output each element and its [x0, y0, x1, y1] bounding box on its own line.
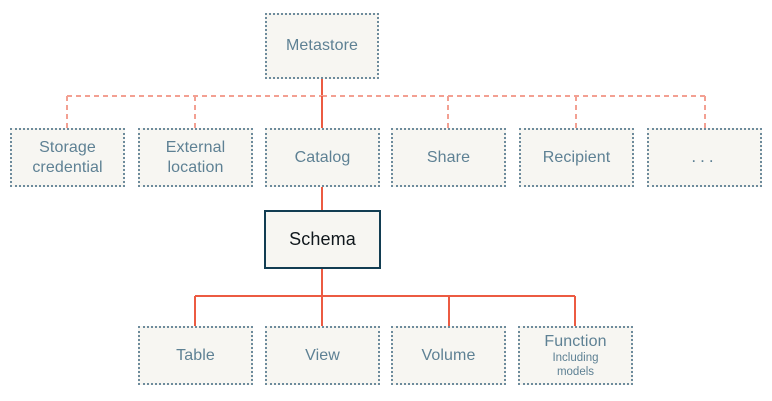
- node-metastore[interactable]: Metastore: [265, 13, 379, 79]
- node-recipient[interactable]: Recipient: [519, 128, 634, 187]
- node-function-label: Function: [544, 332, 607, 350]
- node-more[interactable]: ...: [647, 128, 762, 187]
- node-catalog[interactable]: Catalog: [265, 128, 380, 187]
- node-view-label: View: [305, 346, 340, 364]
- node-share-label: Share: [426, 148, 471, 166]
- node-recipient-label: Recipient: [542, 148, 611, 166]
- node-view[interactable]: View: [265, 326, 380, 385]
- node-catalog-label: Catalog: [294, 148, 351, 166]
- node-volume-label: Volume: [421, 346, 476, 364]
- node-function-subtitle: Including models: [552, 352, 599, 378]
- node-share[interactable]: Share: [391, 128, 506, 187]
- node-more-label: ...: [691, 147, 718, 167]
- node-table-label: Table: [176, 346, 215, 364]
- node-table[interactable]: Table: [138, 326, 253, 385]
- node-schema-label: Schema: [289, 228, 356, 249]
- node-storage-credential-label: Storage credential: [32, 139, 103, 176]
- node-metastore-label: Metastore: [285, 37, 359, 55]
- node-schema[interactable]: Schema: [264, 210, 381, 269]
- node-external-location-label: External location: [165, 139, 226, 176]
- node-storage-credential[interactable]: Storage credential: [10, 128, 125, 187]
- node-volume[interactable]: Volume: [391, 326, 506, 385]
- node-external-location[interactable]: External location: [138, 128, 253, 187]
- node-function[interactable]: Function Including models: [518, 326, 633, 385]
